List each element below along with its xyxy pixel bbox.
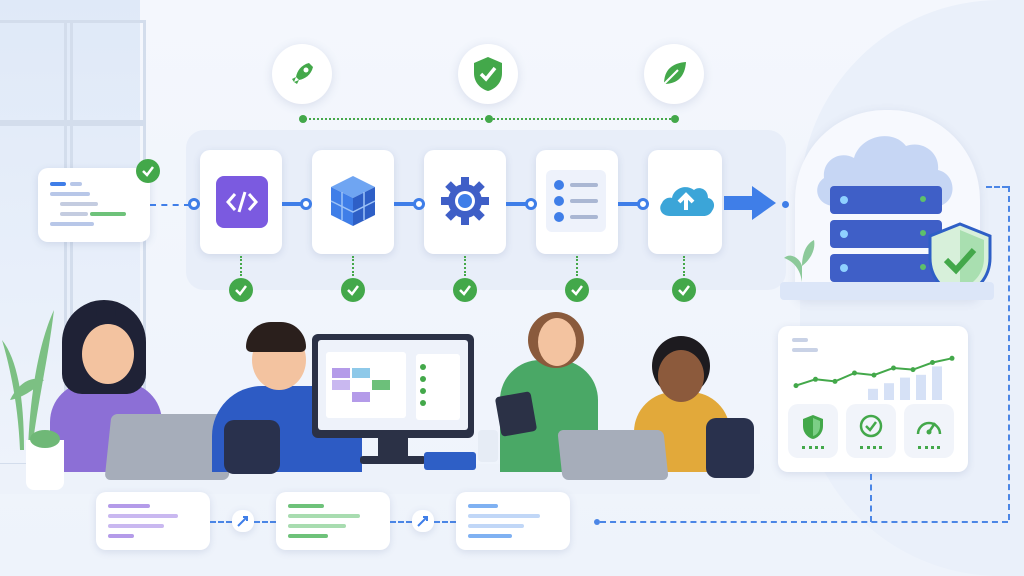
pipeline-connector — [506, 202, 532, 206]
gear-icon — [440, 176, 490, 231]
check-connector — [683, 256, 685, 276]
monitor-base — [360, 456, 426, 464]
check-icon — [672, 278, 696, 302]
gauge-icon — [916, 421, 942, 435]
person-face — [538, 318, 576, 366]
small-plant-pot — [478, 430, 498, 462]
workflow-connector — [390, 521, 412, 523]
pipeline-node — [637, 198, 649, 210]
pipeline-node — [188, 198, 200, 210]
plant-icon — [782, 236, 822, 289]
cube-icon — [328, 174, 378, 233]
chart-point — [910, 367, 916, 373]
check-icon — [229, 278, 253, 302]
workflow-connector — [434, 521, 456, 523]
check-circle-icon — [859, 414, 883, 438]
chart-point — [930, 360, 935, 365]
arrow-head — [752, 186, 776, 220]
person-face — [82, 324, 134, 384]
hair-bun — [96, 302, 116, 322]
merge-icon — [412, 510, 434, 532]
tablet — [494, 391, 538, 437]
workflow-card-release — [456, 492, 570, 550]
stage-test-card — [536, 150, 618, 254]
check-icon — [453, 278, 477, 302]
deploy-flow-line — [986, 186, 1008, 188]
check-icon — [341, 278, 365, 302]
person-face — [658, 350, 704, 402]
person-hair — [246, 322, 306, 352]
office-chair — [706, 418, 754, 478]
pipeline-node — [413, 198, 425, 210]
arrow-right-icon — [724, 196, 754, 210]
chart-point — [871, 372, 877, 378]
stage-code-card — [200, 150, 282, 254]
chart-bar — [900, 377, 910, 400]
chart-point — [891, 365, 896, 371]
deploy-flow-line — [600, 521, 1008, 523]
stage-deploy-card — [648, 150, 722, 254]
top-dot — [299, 115, 307, 123]
metric-status-tile — [846, 404, 896, 458]
check-connector — [352, 256, 354, 276]
check-connector — [240, 256, 242, 276]
small-plant — [30, 430, 60, 448]
workflow-card-review — [276, 492, 390, 550]
server-base — [780, 282, 994, 300]
plant-left — [0, 280, 60, 455]
pipeline-dot — [782, 201, 789, 208]
books — [424, 452, 476, 470]
pipeline-connector — [394, 202, 420, 206]
chart-point — [949, 355, 955, 361]
workflow-connector — [210, 521, 232, 523]
code-icon — [216, 176, 268, 228]
metric-performance-tile — [904, 404, 954, 458]
laptop — [557, 430, 669, 480]
monitor-screen — [318, 340, 468, 430]
connector-line — [150, 204, 190, 206]
chart-bar — [884, 383, 894, 400]
check-icon — [136, 159, 160, 183]
shield-icon — [803, 415, 823, 439]
plant-pot — [26, 440, 64, 490]
office-chair — [224, 420, 280, 474]
leaf-icon — [644, 44, 704, 104]
pipeline-connector — [282, 202, 308, 206]
shield-check-icon — [458, 44, 518, 104]
chart-point — [832, 378, 838, 384]
stage-build-card — [312, 150, 394, 254]
metric-security-tile — [788, 404, 838, 458]
chart-point — [793, 383, 799, 389]
cloud-upload-icon — [656, 178, 716, 223]
monitoring-dashboard — [778, 326, 968, 472]
deploy-flow-line — [1008, 186, 1010, 520]
code-snippet-card — [38, 168, 150, 242]
top-dot — [671, 115, 679, 123]
chart-point — [813, 376, 818, 382]
top-dot — [485, 115, 493, 123]
pipeline-node — [300, 198, 312, 210]
server-rack — [830, 186, 942, 284]
chart-bar — [868, 388, 878, 400]
rocket-icon — [272, 44, 332, 104]
chart-bar — [916, 374, 926, 400]
check-connector — [464, 256, 466, 276]
check-icon — [565, 278, 589, 302]
workflow-connector — [254, 521, 276, 523]
merge-icon — [232, 510, 254, 532]
monitor — [312, 334, 474, 438]
stage-configure-card — [424, 150, 506, 254]
metrics-chart — [793, 355, 955, 400]
checklist-icon — [546, 170, 606, 232]
chart-bar — [932, 366, 942, 400]
pipeline-node — [525, 198, 537, 210]
chart-point — [852, 370, 857, 376]
check-connector — [576, 256, 578, 276]
monitor-flow-line — [870, 474, 872, 522]
workflow-card-plan — [96, 492, 210, 550]
pipeline-connector — [618, 202, 644, 206]
flow-dot — [594, 519, 600, 525]
